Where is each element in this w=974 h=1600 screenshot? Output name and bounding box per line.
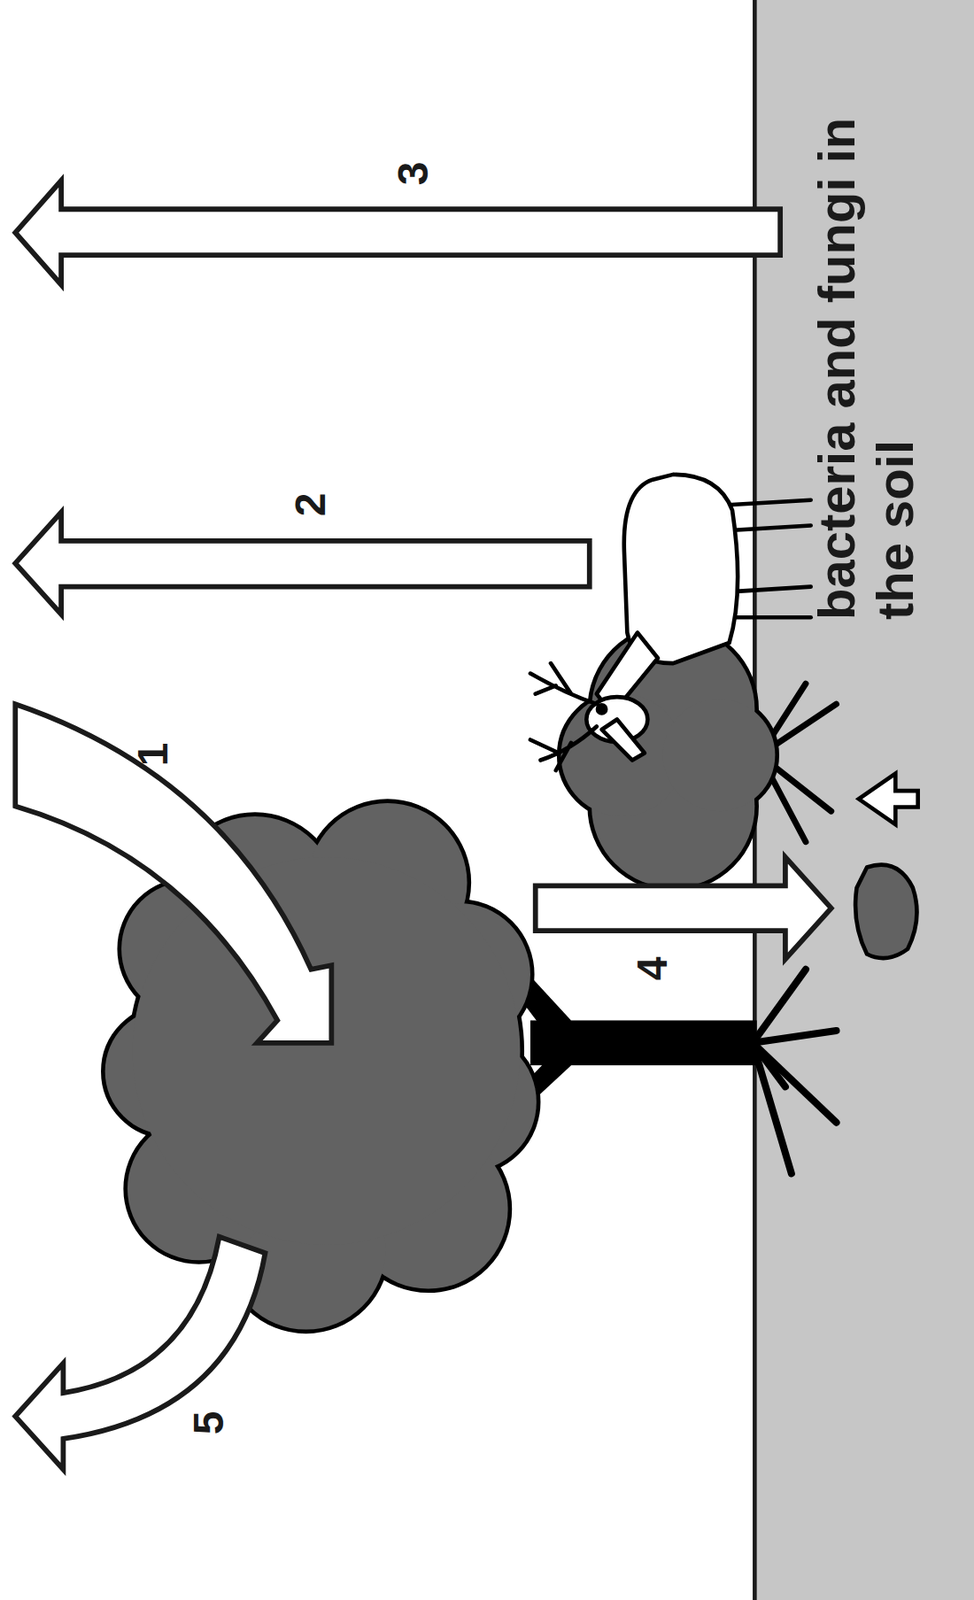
soil-band xyxy=(754,0,974,1600)
small-arrow xyxy=(858,773,919,826)
arrow-1 xyxy=(15,703,332,1044)
arrow-3 xyxy=(15,180,781,286)
bush xyxy=(561,627,776,889)
energy-arrows xyxy=(15,180,831,1470)
arrow-4 xyxy=(535,857,832,959)
tree-roots xyxy=(752,969,836,1174)
soil-label: bacteria and fungi in the soil xyxy=(807,88,925,620)
callout-number: 3 xyxy=(390,162,437,186)
callout-number: 2 xyxy=(287,493,334,518)
soil-region: bacteria and fungi in the soil xyxy=(754,0,974,1600)
callout-number: 1 xyxy=(130,742,177,767)
callout-number: 5 xyxy=(185,1411,232,1436)
arrow-5 xyxy=(15,1236,265,1470)
dead-leaf xyxy=(855,865,917,959)
arrow-2 xyxy=(15,512,589,615)
deer xyxy=(530,474,812,771)
callout-number: 4 xyxy=(629,957,676,982)
